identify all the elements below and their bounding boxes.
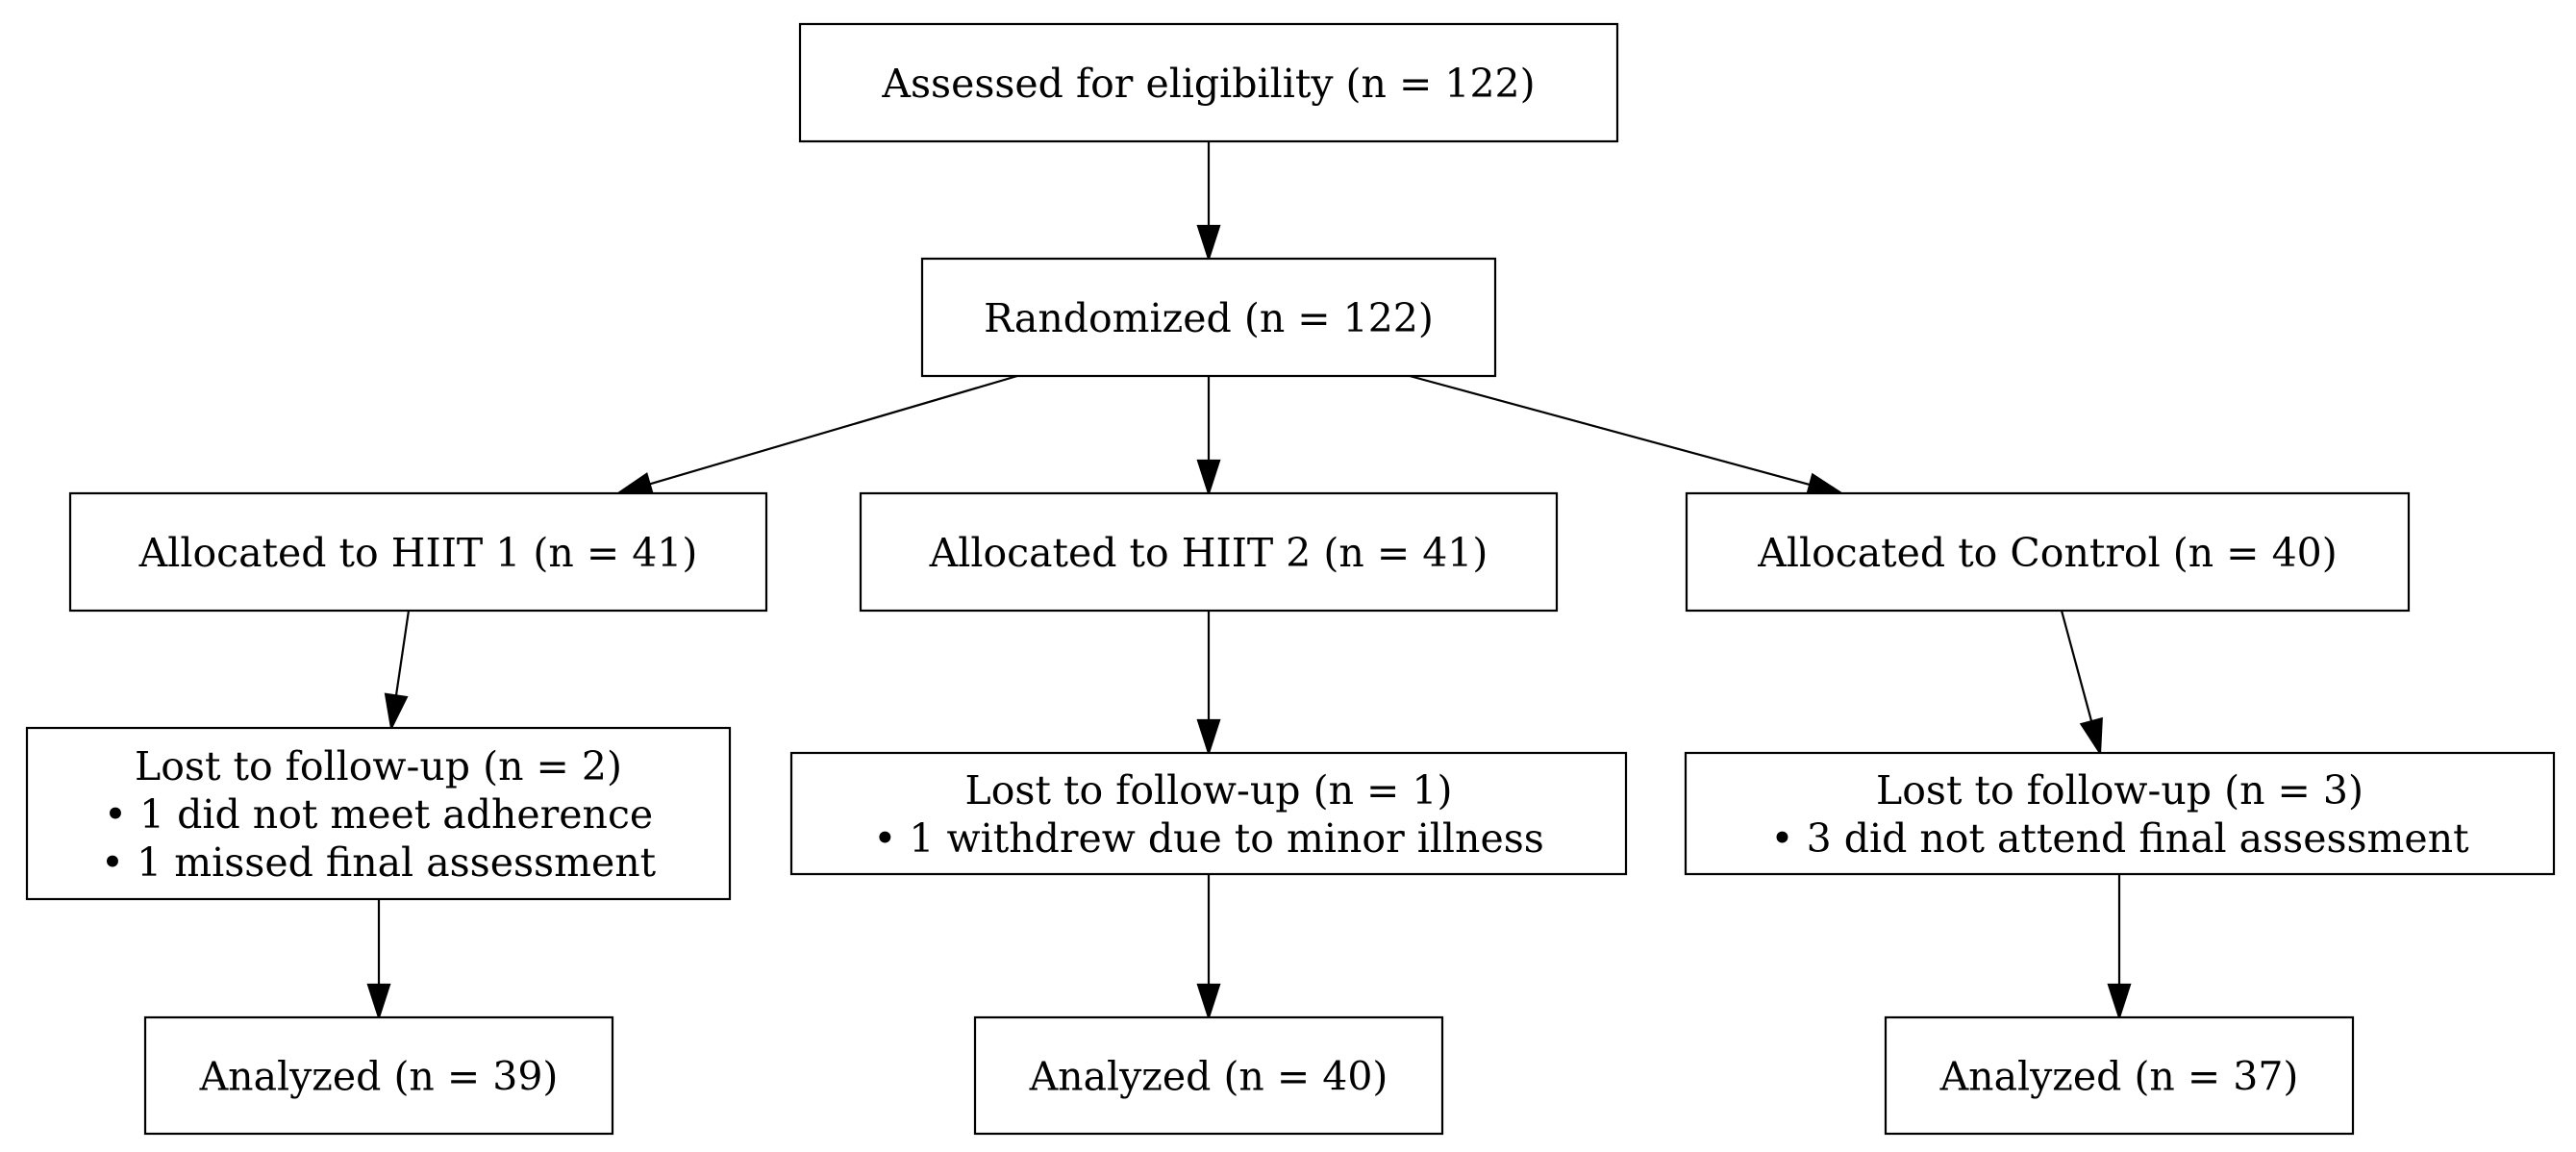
node-title: Lost to follow-up (n = 3)	[1876, 767, 2363, 814]
edge-lost_hiit1-to-analyzed_hiit1	[366, 899, 391, 1021]
edge-alloc_control-to-lost_control	[2060, 610, 2103, 757]
node-detail-line: • 1 missed final assessment	[101, 839, 657, 886]
node-title: Allocated to HIIT 1 (n = 41)	[138, 530, 698, 576]
node-box	[1685, 491, 2411, 613]
node-box	[68, 491, 768, 613]
node-box	[25, 726, 732, 901]
node-analyzed-hiit2: Analyzed (n = 40)	[973, 1015, 1444, 1136]
nodes-layer: Assessed for eligibility (n = 122) Random…	[25, 22, 2556, 1136]
edge-eligibility-to-randomized	[1196, 141, 1221, 263]
edge-randomized-to-alloc_hiit1	[614, 374, 1018, 496]
arrowhead-icon	[2079, 716, 2103, 757]
edge-line	[1409, 374, 1811, 487]
node-box	[1684, 751, 2556, 876]
node-analyzed-hiit1: Analyzed (n = 39)	[143, 1015, 614, 1136]
node-detail-line: • 3 did not attend final assessment	[1770, 815, 2469, 862]
edge-lost_hiit2-to-analyzed_hiit2	[1196, 874, 1221, 1021]
node-title: Assessed for eligibility (n = 122)	[881, 61, 1535, 107]
node-box	[789, 751, 1628, 876]
node-title: Lost to follow-up (n = 2)	[135, 743, 622, 789]
arrowhead-icon	[1196, 983, 1221, 1021]
node-box	[1884, 1015, 2355, 1136]
node-box	[859, 491, 1559, 613]
edge-alloc_hiit2-to-lost_hiit2	[1196, 611, 1221, 757]
edges-layer	[366, 141, 2132, 1021]
arrowhead-icon	[614, 472, 655, 496]
node-alloc-hiit1: Allocated to HIIT 1 (n = 41)	[68, 491, 768, 613]
arrowhead-icon	[1196, 459, 1221, 497]
arrowhead-icon	[1196, 224, 1221, 263]
node-title: Analyzed (n = 40)	[1029, 1053, 1388, 1099]
edge-line	[649, 374, 1018, 486]
node-title: Allocated to HIIT 2 (n = 41)	[929, 530, 1488, 576]
node-title: Analyzed (n = 39)	[199, 1053, 559, 1099]
node-detail-line: • 1 withdrew due to minor illness	[873, 815, 1544, 862]
node-box	[143, 1015, 614, 1136]
arrowhead-icon	[2107, 983, 2132, 1021]
node-analyzed-control: Analyzed (n = 37)	[1884, 1015, 2355, 1136]
node-lost-hiit2: Lost to follow-up (n = 1)• 1 withdrew du…	[789, 751, 1628, 876]
arrowhead-icon	[384, 692, 409, 732]
node-box	[798, 22, 1619, 143]
node-alloc-hiit2: Allocated to HIIT 2 (n = 41)	[859, 491, 1559, 613]
node-box	[973, 1015, 1444, 1136]
edge-alloc_hiit1-to-lost_hiit1	[384, 610, 411, 732]
node-title: Analyzed (n = 37)	[1939, 1053, 2299, 1099]
edge-lost_control-to-analyzed_control	[2107, 874, 2132, 1021]
node-eligibility: Assessed for eligibility (n = 122)	[798, 22, 1619, 143]
edge-line	[394, 610, 411, 696]
node-lost-control: Lost to follow-up (n = 3)• 3 did not att…	[1684, 751, 2556, 876]
node-title: Randomized (n = 122)	[984, 295, 1434, 341]
edge-randomized-to-alloc_control	[1409, 374, 1845, 496]
node-alloc-control: Allocated to Control (n = 40)	[1685, 491, 2411, 613]
node-title: Lost to follow-up (n = 1)	[965, 767, 1453, 814]
node-box	[920, 257, 1497, 378]
edge-randomized-to-alloc_hiit2	[1196, 376, 1221, 497]
arrowhead-icon	[1805, 472, 1845, 496]
node-detail-line: • 1 did not meet adherence	[104, 791, 653, 838]
arrowhead-icon	[366, 983, 391, 1021]
node-title: Allocated to Control (n = 40)	[1757, 530, 2338, 576]
arrowhead-icon	[1196, 718, 1221, 757]
node-randomized: Randomized (n = 122)	[920, 257, 1497, 378]
edge-line	[2060, 610, 2093, 722]
node-lost-hiit1: Lost to follow-up (n = 2)• 1 did not mee…	[25, 726, 732, 901]
